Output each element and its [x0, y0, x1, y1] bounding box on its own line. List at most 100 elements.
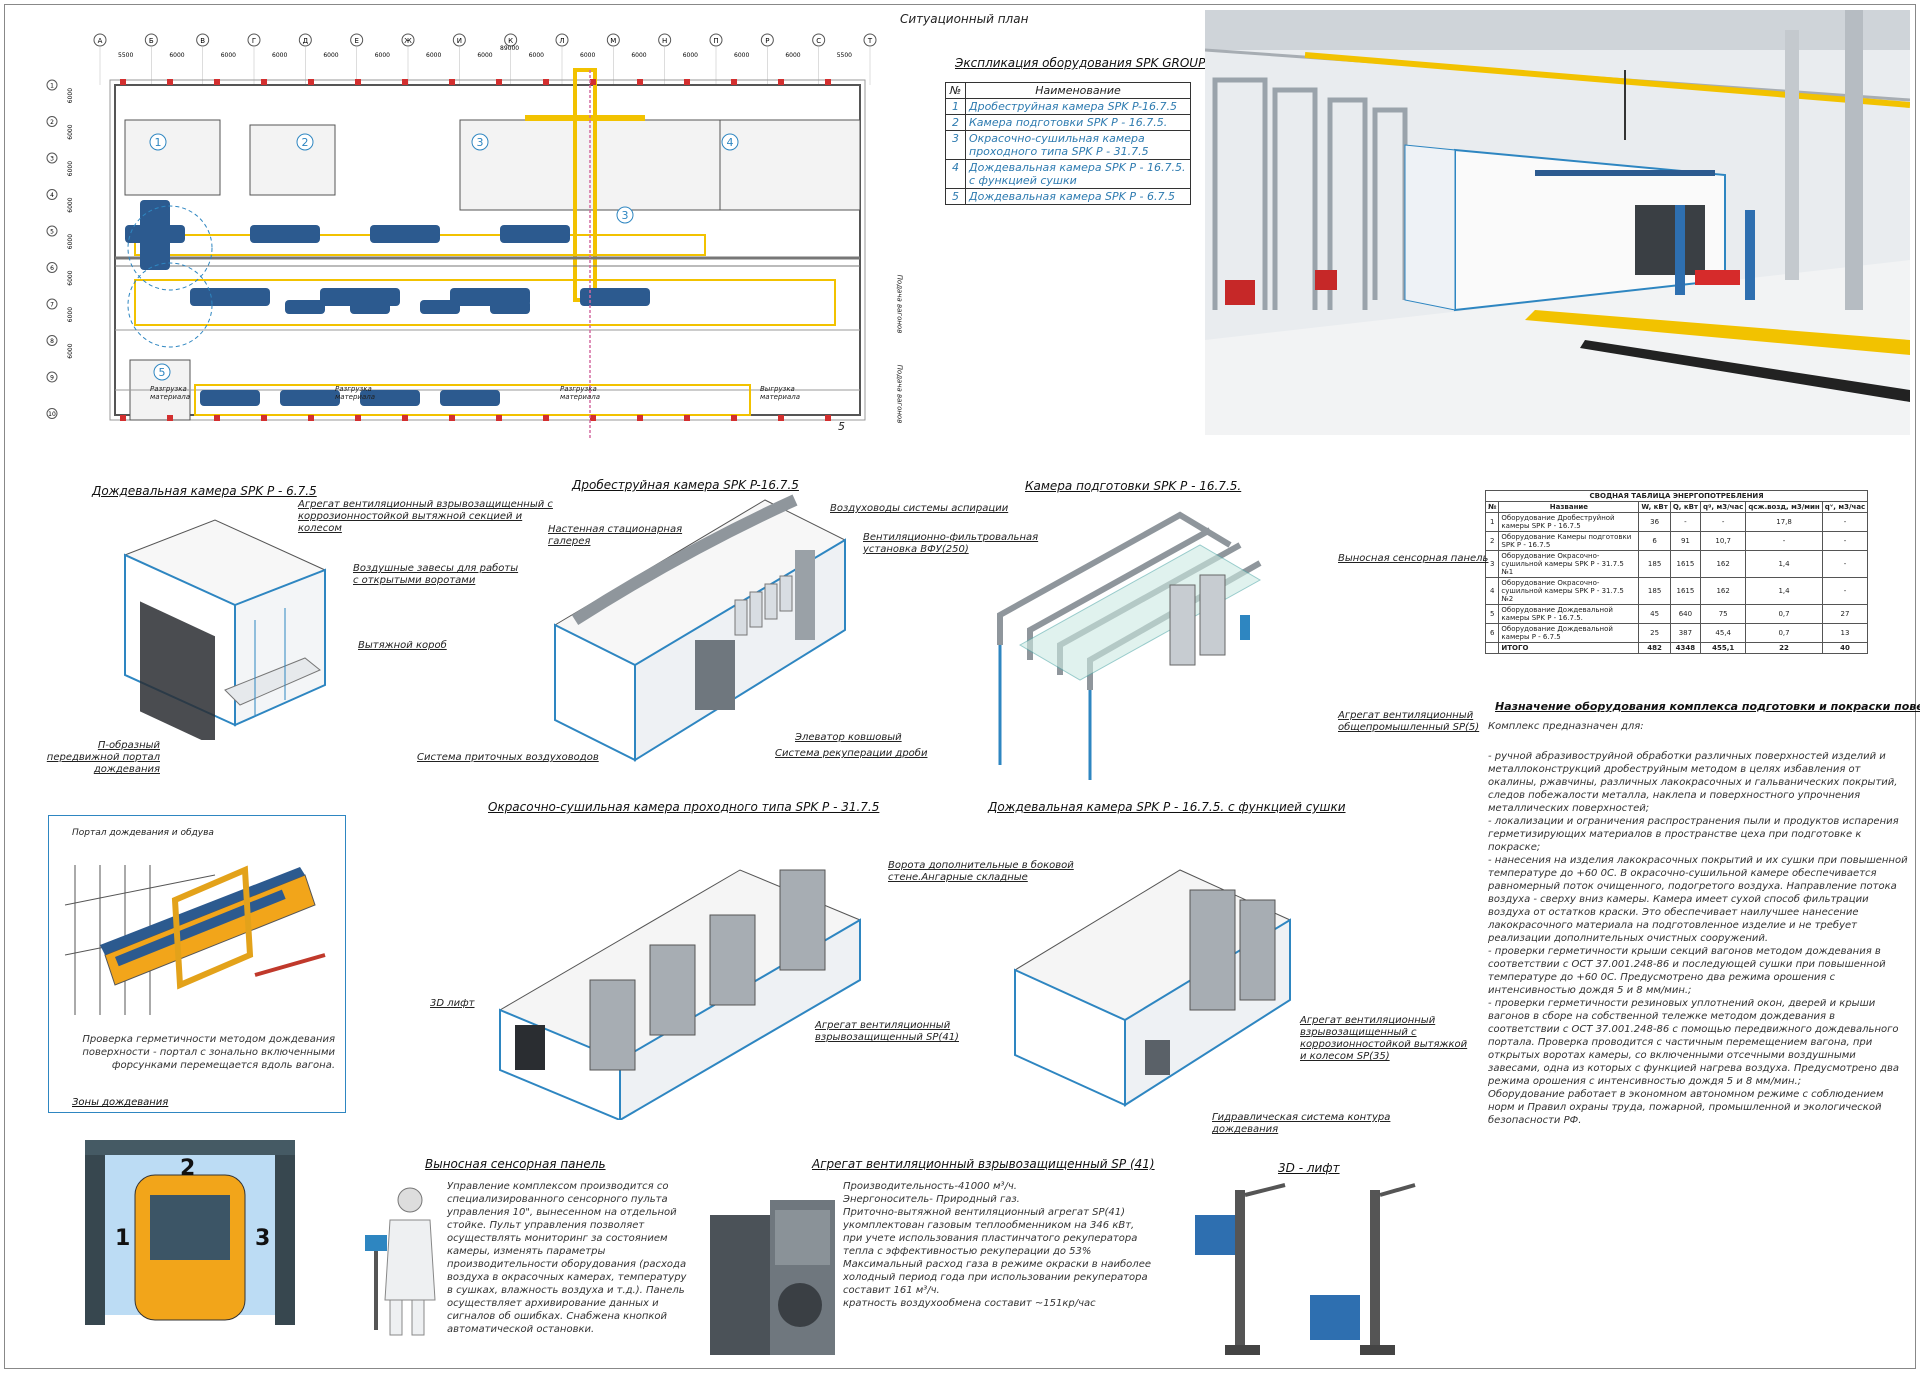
plan-column-marker: [402, 79, 408, 85]
energy-cell: 36: [1638, 512, 1671, 532]
energy-cell: 45: [1638, 604, 1671, 624]
zone-label: 2: [180, 1156, 195, 1181]
rain-small-drawing: [123, 519, 327, 740]
panel-text: Управление комплексом производится со сп…: [447, 1181, 687, 1335]
energy-cell: -: [1669, 512, 1702, 532]
energy-total-cell: ИТОГО: [1498, 642, 1640, 654]
axis-dimension: 6000: [477, 52, 492, 59]
explication-name: Дождевальная камера SPK P - 16.7.5. с фу…: [965, 159, 1191, 189]
energy-cell: 162: [1700, 577, 1747, 605]
plan-column-marker: [261, 79, 267, 85]
zone-label: 3: [255, 1226, 270, 1251]
rain-small-label: П-образный передвижной портал дождевания: [46, 740, 160, 775]
energy-cell: 13: [1821, 623, 1869, 643]
zones-title: Зоны дождевания: [72, 1097, 169, 1108]
energy-total-cell: [1484, 642, 1500, 654]
energy-header: qᵛ, м3/час: [1821, 501, 1869, 513]
axis-dimension: 5500: [118, 52, 133, 59]
rain-small-label: Агрегат вентиляционный взрывозащищенный …: [298, 499, 553, 534]
rain-dry-title: Дождевальная камера SPK P - 16.7.5. с фу…: [988, 800, 1346, 814]
plan-column-marker: [402, 415, 408, 421]
plan-wagon: [490, 300, 530, 314]
energy-cell: 6: [1638, 531, 1671, 551]
plan-column-marker: [825, 79, 831, 85]
plan-column-marker: [637, 79, 643, 85]
energy-title: СВОДНАЯ ТАБЛИЦА ЭНЕРГОПОТРЕБЛЕНИЯ: [1484, 490, 1869, 502]
plan-column-marker: [308, 79, 314, 85]
row-marker: [46, 262, 58, 273]
plan-column-marker: [355, 415, 361, 421]
energy-cell: 1,4: [1745, 577, 1823, 605]
energy-cell: 1: [1484, 512, 1500, 532]
axis-dimension: 6000: [375, 52, 390, 59]
plan-zone-marker: [471, 133, 489, 151]
panel-drawing: [365, 1187, 436, 1336]
energy-cell: 1,4: [1745, 550, 1823, 578]
row-marker: [46, 79, 58, 91]
energy-header: qᵍ, м3/час: [1700, 501, 1747, 513]
axis-letter: С: [816, 37, 821, 45]
shot-label: Вентиляционно-фильтровальная установка В…: [863, 532, 1039, 555]
row-label: 6: [50, 265, 54, 272]
explication-no: 4: [945, 159, 966, 189]
zones-drawing: 2 1 3: [85, 1140, 295, 1325]
row-dimension: 6000: [67, 307, 74, 322]
row-dimension: 6000: [67, 234, 74, 249]
row-label: 4: [50, 192, 54, 199]
explication-title: Экспликация оборудования SPK GROUP: [955, 56, 1206, 70]
energy-total-cell: 40: [1821, 642, 1869, 654]
energy-cell: 640: [1669, 604, 1702, 624]
energy-total-cell: 482: [1638, 642, 1671, 654]
explication-no: 5: [945, 188, 966, 205]
energy-cell: -: [1821, 512, 1869, 532]
paint-title: Окрасочно-сушильная камера проходного ти…: [488, 800, 880, 814]
energy-cell: 387: [1669, 623, 1702, 643]
energy-header: Название: [1498, 501, 1640, 513]
plan-column-marker: [543, 415, 549, 421]
axis-letter: М: [610, 37, 616, 45]
axis-dimension: 5500: [837, 52, 852, 59]
energy-cell: -: [1745, 531, 1823, 551]
row-marker: [46, 116, 58, 127]
energy-cell: 5: [1484, 604, 1500, 624]
unit-text: Производительность-41000 м³/ч. Энергонос…: [843, 1180, 1153, 1310]
axis-dimension: 6000: [683, 52, 698, 59]
plan-column-marker: [355, 79, 361, 85]
purpose-body: - ручной абразивоструйной обработки разл…: [1488, 751, 1908, 1126]
plan-zone-number: 2: [302, 136, 309, 149]
axis-dimension: 6000: [426, 52, 441, 59]
energy-cell: -: [1821, 577, 1869, 605]
axis-letter: Б: [149, 37, 154, 45]
zone-1-cabin: [124, 119, 221, 196]
plan-column-marker: [731, 79, 737, 85]
prep-title: Камера подготовки SPK P - 16.7.5.: [1025, 479, 1242, 493]
axis-letter: Д: [303, 37, 309, 45]
plan-wagon: [190, 288, 270, 306]
workshop-3d-render: [1205, 10, 1910, 435]
explication-name: Дождевальная камера SPK P - 6.7.5: [965, 188, 1191, 205]
axis-letter: В: [200, 37, 205, 45]
col-no: №: [945, 82, 966, 99]
unit-line: Производительность-41000 м³/ч.: [843, 1181, 1017, 1192]
plan-column-marker: [825, 415, 831, 421]
plan-note: Разгрузка материала: [335, 385, 376, 401]
explication-no: 2: [945, 114, 966, 131]
energy-cell: 162: [1700, 550, 1747, 578]
row-label: 5: [50, 229, 54, 236]
rain-small-label: Вытяжной короб: [358, 640, 447, 651]
unit-drawing: [710, 1200, 835, 1355]
row-marker: [46, 189, 58, 200]
energy-cell: 185: [1638, 577, 1671, 605]
energy-cell: 10,7: [1700, 531, 1747, 551]
axis-letter: Р: [765, 37, 769, 45]
paint-drawing: [498, 869, 862, 1120]
portal-caption: Портал дождевания и обдува: [72, 828, 214, 838]
panel-title: Выносная сенсорная панель: [425, 1157, 606, 1171]
prep-label: Выносная сенсорная панель: [1338, 553, 1489, 564]
